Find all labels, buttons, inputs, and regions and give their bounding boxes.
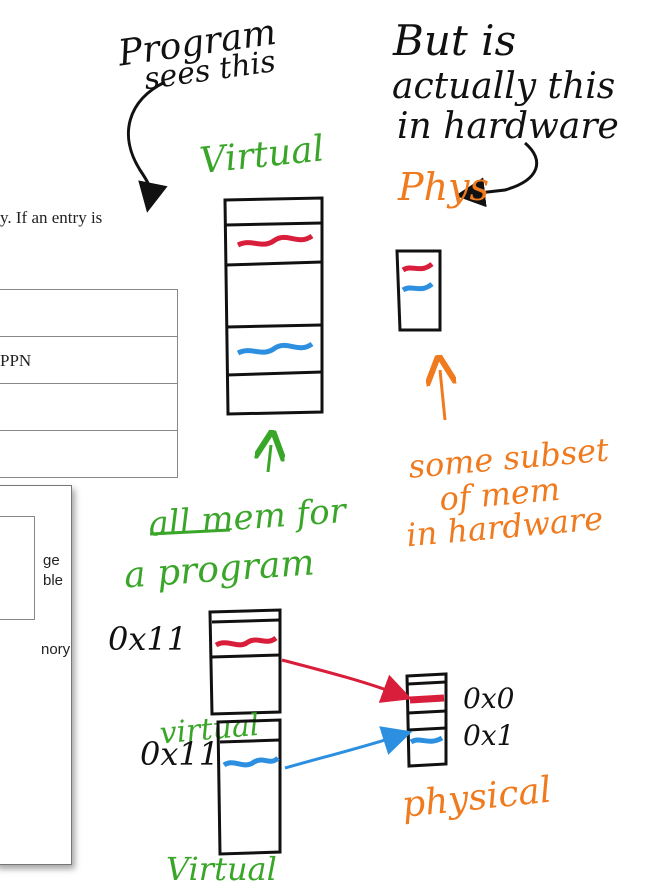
page-table-box [0, 516, 35, 620]
program-sees-note: Program sees this [115, 12, 279, 97]
arrow-to-table-icon [126, 80, 168, 213]
table-row: PPN [0, 337, 177, 384]
address-label-bottom: 0x11 [140, 735, 219, 773]
phys-label: Phys [397, 165, 489, 209]
table-row [0, 290, 177, 337]
orange-up-arrow-icon [440, 370, 445, 421]
svg-text:in hardware: in hardware [397, 106, 619, 147]
page-table: PPN [0, 289, 178, 478]
hardware-note: But is actually this in hardware [392, 16, 619, 147]
table-cell: PPN [0, 351, 32, 370]
blue-mapping-arrow-icon [284, 726, 413, 770]
red-mapping-arrow-icon [281, 658, 413, 703]
arrow-to-phys-icon [455, 141, 539, 208]
green-up-arrow-icon [268, 445, 271, 473]
subset-note: some subset of mem in hardware [405, 430, 611, 554]
figure-panel: ge ble nory [0, 485, 72, 865]
virtual-box-top [208, 608, 282, 716]
figure-label-page: ge [43, 552, 60, 569]
figure-label-table: ble [43, 572, 64, 589]
all-mem-note: all mem for a program [123, 491, 349, 597]
underline-all-icon [149, 528, 231, 536]
virtual-label: Virtual [198, 128, 326, 182]
physical-label: physical [400, 770, 553, 826]
svg-text:But is: But is [392, 16, 516, 65]
svg-text:a program: a program [123, 542, 316, 596]
phys-address-1: 0x1 [463, 719, 514, 752]
svg-text:actually this: actually this [392, 66, 615, 107]
virtual-box-bottom [216, 718, 282, 856]
virtual-mid-label: virtual [158, 708, 260, 752]
phys-address-0: 0x0 [463, 682, 514, 715]
document-text-line: y. If an entry is [0, 208, 103, 227]
virtual-bottom-label: Virtual [166, 850, 277, 888]
table-row [0, 384, 177, 431]
virtual-memory-block [223, 196, 324, 416]
svg-text:in hardware: in hardware [405, 499, 605, 554]
address-label-top: 0x11 [108, 620, 187, 658]
physical-memory-block [395, 249, 442, 332]
physical-box-bottom [405, 672, 448, 768]
figure-label-memory: nory [41, 641, 71, 658]
svg-text:all mem for: all mem for [147, 491, 349, 545]
